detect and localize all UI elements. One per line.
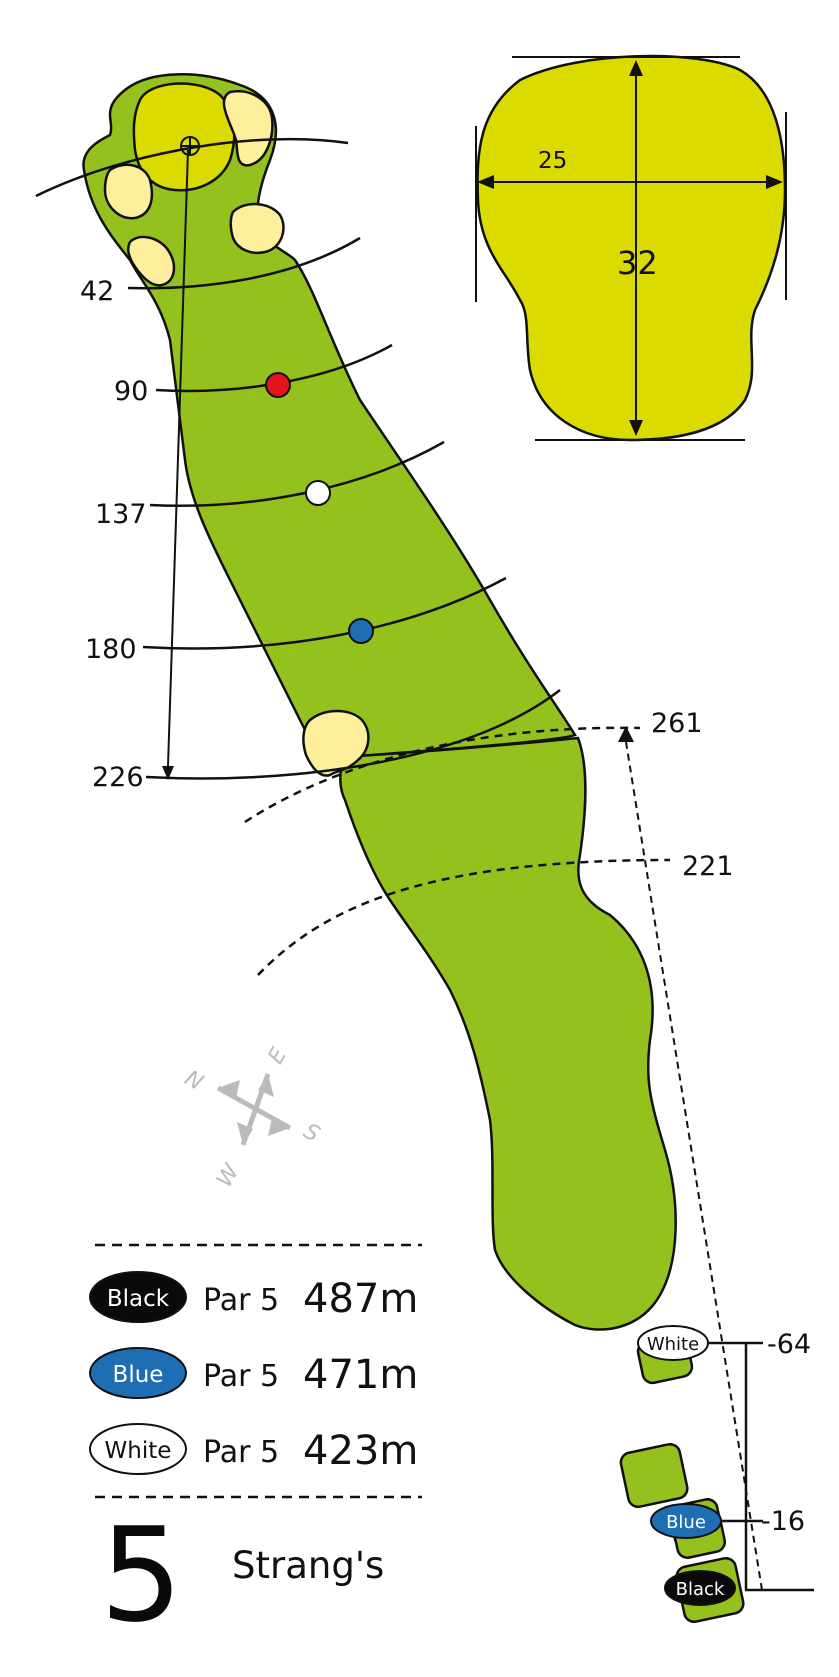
tee-marker-blue-label: Blue xyxy=(666,1512,706,1533)
bunkers-green xyxy=(103,89,370,777)
legend-black-length: 487m xyxy=(303,1276,418,1322)
legend-black-name: Black xyxy=(107,1286,170,1312)
tee-marker-white-label: White xyxy=(647,1334,699,1355)
fairway-lower xyxy=(339,736,677,1331)
green-depth: 32 xyxy=(617,244,658,282)
compass-icon: N E S W xyxy=(180,1044,323,1192)
distance-180: 180 xyxy=(85,634,137,665)
tee-boxes: White Blue Black xyxy=(619,1325,745,1624)
legend-blue-name: Blue xyxy=(113,1362,164,1388)
tee-marker-black xyxy=(664,1570,736,1606)
legend-white-length: 423m xyxy=(303,1428,418,1474)
marker-blue xyxy=(348,618,374,644)
tee-line xyxy=(618,726,763,1591)
legend-black-par: Par 5 xyxy=(203,1283,279,1318)
legend-row-black: Black Par 5 487m xyxy=(89,1271,418,1323)
fairway-upper xyxy=(82,73,577,772)
legend-white-name: White xyxy=(105,1438,172,1464)
distance-221: 221 xyxy=(682,851,734,882)
distance-261: 261 xyxy=(651,708,703,739)
distance-226: 226 xyxy=(92,762,144,793)
distance-90: 90 xyxy=(114,376,148,407)
tee-shot-arcs xyxy=(244,726,671,976)
compass-w: W xyxy=(212,1159,245,1191)
compass-n: N xyxy=(180,1066,207,1096)
legend-blue-length: 471m xyxy=(303,1352,418,1398)
compass-e: E xyxy=(264,1044,293,1069)
legend-row-white: White Par 5 423m xyxy=(89,1423,418,1475)
distance-137: 137 xyxy=(95,499,147,530)
measure-line xyxy=(162,149,189,780)
tee-offset-16: -16 xyxy=(761,1506,805,1537)
legend-blue-par: Par 5 xyxy=(203,1359,279,1394)
green-small xyxy=(132,82,236,192)
tee-marker-black-label: Black xyxy=(676,1579,725,1600)
legend-row-blue: Blue Par 5 471m xyxy=(89,1347,418,1399)
tee-offset-bracket xyxy=(708,1341,814,1592)
legend-white-par: Par 5 xyxy=(203,1435,279,1470)
distance-42: 42 xyxy=(80,276,114,307)
green-detail: 25 32 xyxy=(475,54,787,442)
green-width: 25 xyxy=(538,148,567,174)
hole-number: 5 xyxy=(100,1499,183,1651)
marker-red xyxy=(265,372,291,398)
compass-s: S xyxy=(299,1119,324,1148)
tee-offset-64: -64 xyxy=(767,1329,811,1360)
hole-name: Strang's xyxy=(232,1544,384,1587)
marker-white xyxy=(305,480,331,506)
